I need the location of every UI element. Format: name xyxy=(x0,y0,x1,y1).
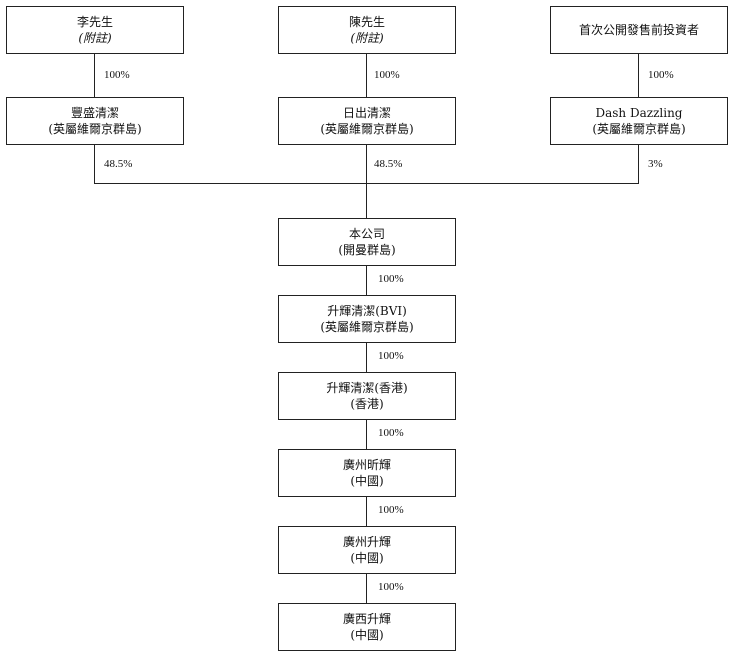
shareholder-box-lee: 李先生 (附註) xyxy=(6,6,184,54)
ownership-percentage: 100% xyxy=(374,69,400,81)
ownership-percentage: 48.5% xyxy=(104,158,133,170)
company-jurisdiction: (中國) xyxy=(350,474,384,488)
company-name: 廣州升輝 xyxy=(342,535,391,549)
company-name: 廣西升輝 xyxy=(342,612,391,626)
connector-line xyxy=(366,145,367,218)
company-jurisdiction: (中國) xyxy=(350,551,384,565)
company-box-guangzhou-shenghui: 廣州升輝 (中國) xyxy=(278,526,456,574)
company-box-guangxi-shenghui: 廣西升輝 (中國) xyxy=(278,603,456,651)
company-box-listco: 本公司 (開曼群島) xyxy=(278,218,456,266)
connector-line xyxy=(638,54,639,97)
connector-line xyxy=(94,54,95,97)
shareholder-name: 陳先生 xyxy=(348,15,385,29)
company-name: 日出清潔 xyxy=(342,106,391,120)
ownership-percentage: 100% xyxy=(378,273,404,285)
company-name: 升輝清潔(BVI) xyxy=(327,304,407,318)
holding-company-box-sunrise: 日出清潔 (英屬維爾京群島) xyxy=(278,97,456,145)
company-box-guangzhou-xinhui: 廣州昕輝 (中國) xyxy=(278,449,456,497)
company-box-shenghui-bvi: 升輝清潔(BVI) (英屬維爾京群島) xyxy=(278,295,456,343)
ownership-percentage: 100% xyxy=(378,427,404,439)
ownership-percentage: 100% xyxy=(378,350,404,362)
ownership-percentage: 100% xyxy=(378,504,404,516)
connector-line xyxy=(366,420,367,449)
company-jurisdiction: (開曼群島) xyxy=(338,243,396,257)
ownership-percentage: 100% xyxy=(104,69,130,81)
company-name: Dash Dazzling xyxy=(595,106,683,120)
company-name: 升輝清潔(香港) xyxy=(326,381,408,395)
shareholder-name: 李先生 xyxy=(76,15,113,29)
connector-line xyxy=(366,266,367,295)
company-name: 廣州昕輝 xyxy=(342,458,391,472)
holding-company-box-fengsheng: 豐盛清潔 (英屬維爾京群島) xyxy=(6,97,184,145)
company-name: 本公司 xyxy=(348,227,385,241)
shareholder-note: (附註) xyxy=(350,31,384,45)
holding-company-box-dash-dazzling: Dash Dazzling (英屬維爾京群島) xyxy=(550,97,728,145)
connector-line xyxy=(366,497,367,526)
connector-line xyxy=(366,574,367,603)
connector-line xyxy=(638,145,639,184)
company-name: 豐盛清潔 xyxy=(70,106,119,120)
shareholder-note: (附註) xyxy=(78,31,112,45)
company-jurisdiction: (英屬維爾京群島) xyxy=(320,320,414,334)
shareholder-name: 首次公開發售前投資者 xyxy=(578,23,699,37)
company-jurisdiction: (英屬維爾京群島) xyxy=(592,122,686,136)
merge-bar xyxy=(94,183,639,184)
shareholder-box-pre-ipo-investors: 首次公開發售前投資者 xyxy=(550,6,728,54)
company-jurisdiction: (中國) xyxy=(350,628,384,642)
ownership-percentage: 3% xyxy=(648,158,663,170)
connector-line xyxy=(94,145,95,184)
connector-line xyxy=(366,343,367,372)
company-box-shenghui-hk: 升輝清潔(香港) (香港) xyxy=(278,372,456,420)
company-jurisdiction: (香港) xyxy=(350,397,384,411)
ownership-percentage: 48.5% xyxy=(374,158,403,170)
shareholder-box-chan: 陳先生 (附註) xyxy=(278,6,456,54)
company-jurisdiction: (英屬維爾京群島) xyxy=(320,122,414,136)
connector-line xyxy=(366,54,367,97)
ownership-percentage: 100% xyxy=(648,69,674,81)
company-jurisdiction: (英屬維爾京群島) xyxy=(48,122,142,136)
ownership-percentage: 100% xyxy=(378,581,404,593)
